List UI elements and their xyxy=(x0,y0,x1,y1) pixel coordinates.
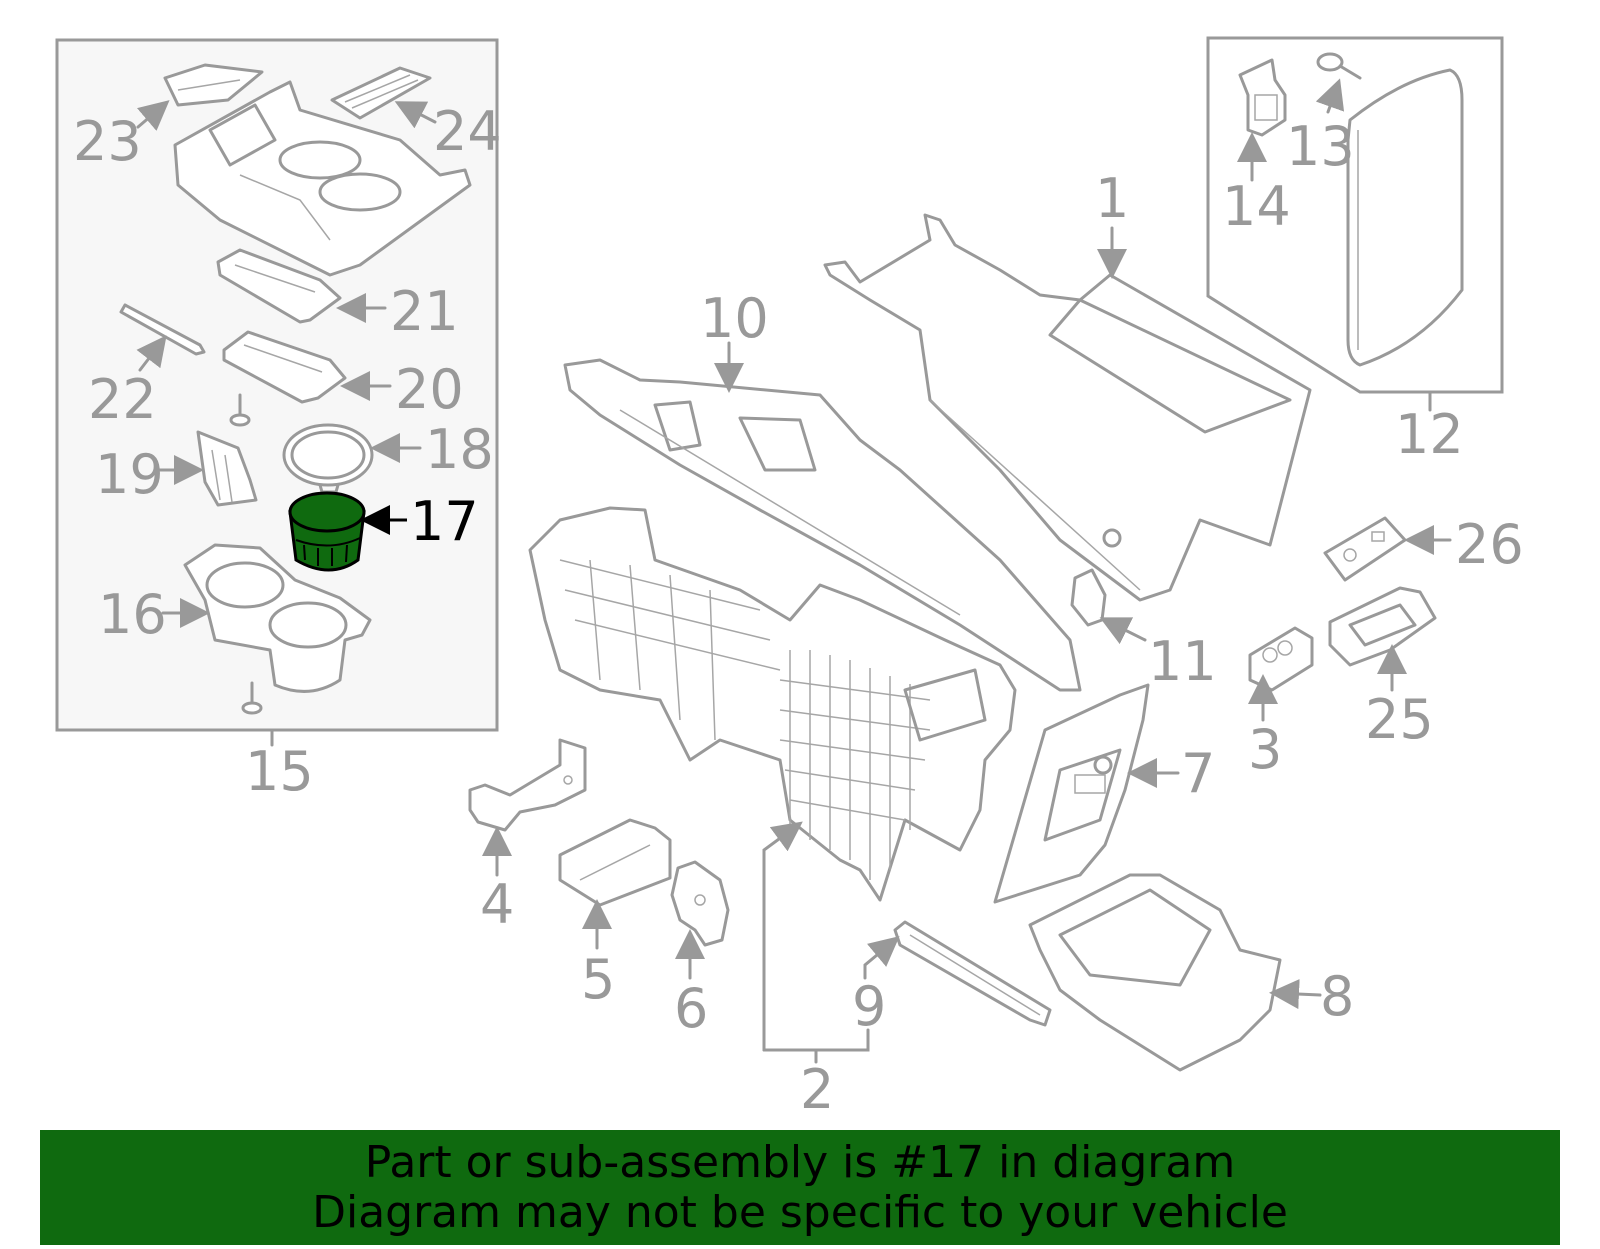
part-21 xyxy=(216,248,342,324)
part-9 xyxy=(893,920,1052,1027)
callout-5: 5 xyxy=(581,948,615,1011)
part-8 xyxy=(1028,873,1282,1072)
part-6 xyxy=(670,860,730,947)
callout-20: 20 xyxy=(395,358,464,421)
callout-2: 2 xyxy=(800,1058,834,1121)
part-23 xyxy=(163,63,264,107)
part-17-highlighted xyxy=(288,491,366,572)
callout-7: 7 xyxy=(1181,742,1215,805)
banner-line-2: Diagram may not be specific to your vehi… xyxy=(312,1187,1288,1238)
callout-labels: 1 2 3 4 5 6 7 8 9 10 11 12 13 14 15 16 1… xyxy=(73,100,1524,1121)
callout-3: 3 xyxy=(1248,718,1282,781)
callout-24: 24 xyxy=(433,100,502,163)
part-1 xyxy=(823,213,1312,602)
part-5 xyxy=(558,818,672,907)
part-16 xyxy=(183,543,372,693)
part-3 xyxy=(1248,626,1314,692)
part-4 xyxy=(468,738,587,832)
part-18 xyxy=(282,423,374,494)
callout-25: 25 xyxy=(1365,688,1434,751)
callout-17: 17 xyxy=(410,490,479,553)
callout-16: 16 xyxy=(98,583,167,646)
part-19 xyxy=(196,430,258,507)
parts-diagram: 1 2 3 4 5 6 7 8 9 10 11 12 13 14 15 16 1… xyxy=(55,36,1524,1121)
callout-18: 18 xyxy=(425,418,494,481)
callout-14: 14 xyxy=(1222,175,1291,238)
info-banner: Part or sub-assembly is #17 in diagram D… xyxy=(40,1130,1560,1245)
part-25 xyxy=(1328,586,1437,667)
callout-9: 9 xyxy=(852,975,886,1038)
part-26 xyxy=(1323,516,1407,582)
leader-lines xyxy=(136,78,1452,1064)
part-20 xyxy=(222,330,347,404)
console-top-bezel xyxy=(173,80,472,277)
callout-22: 22 xyxy=(88,368,157,431)
part-10 xyxy=(563,358,1082,692)
banner-line-1: Part or sub-assembly is #17 in diagram xyxy=(364,1137,1236,1188)
callout-12: 12 xyxy=(1395,403,1464,466)
callout-10: 10 xyxy=(700,287,769,350)
part-14 xyxy=(1238,58,1287,137)
callout-4: 4 xyxy=(480,873,514,936)
callout-23: 23 xyxy=(73,110,142,173)
callout-19: 19 xyxy=(95,443,164,506)
part-7 xyxy=(993,683,1150,904)
callout-6: 6 xyxy=(674,977,708,1040)
callout-11: 11 xyxy=(1148,630,1217,693)
screw-lower xyxy=(241,681,263,715)
part-13 xyxy=(1316,52,1362,80)
callout-1: 1 xyxy=(1095,167,1129,230)
callout-8: 8 xyxy=(1320,965,1354,1028)
part-11 xyxy=(1070,568,1107,627)
callout-21: 21 xyxy=(390,280,459,343)
part-2 xyxy=(528,506,1017,902)
callout-26: 26 xyxy=(1455,513,1524,576)
callout-13: 13 xyxy=(1286,115,1355,178)
part-22 xyxy=(119,303,206,356)
callout-15: 15 xyxy=(245,740,314,803)
screw-upper xyxy=(229,393,251,427)
part-24 xyxy=(330,66,432,120)
part-12 xyxy=(1346,68,1464,367)
